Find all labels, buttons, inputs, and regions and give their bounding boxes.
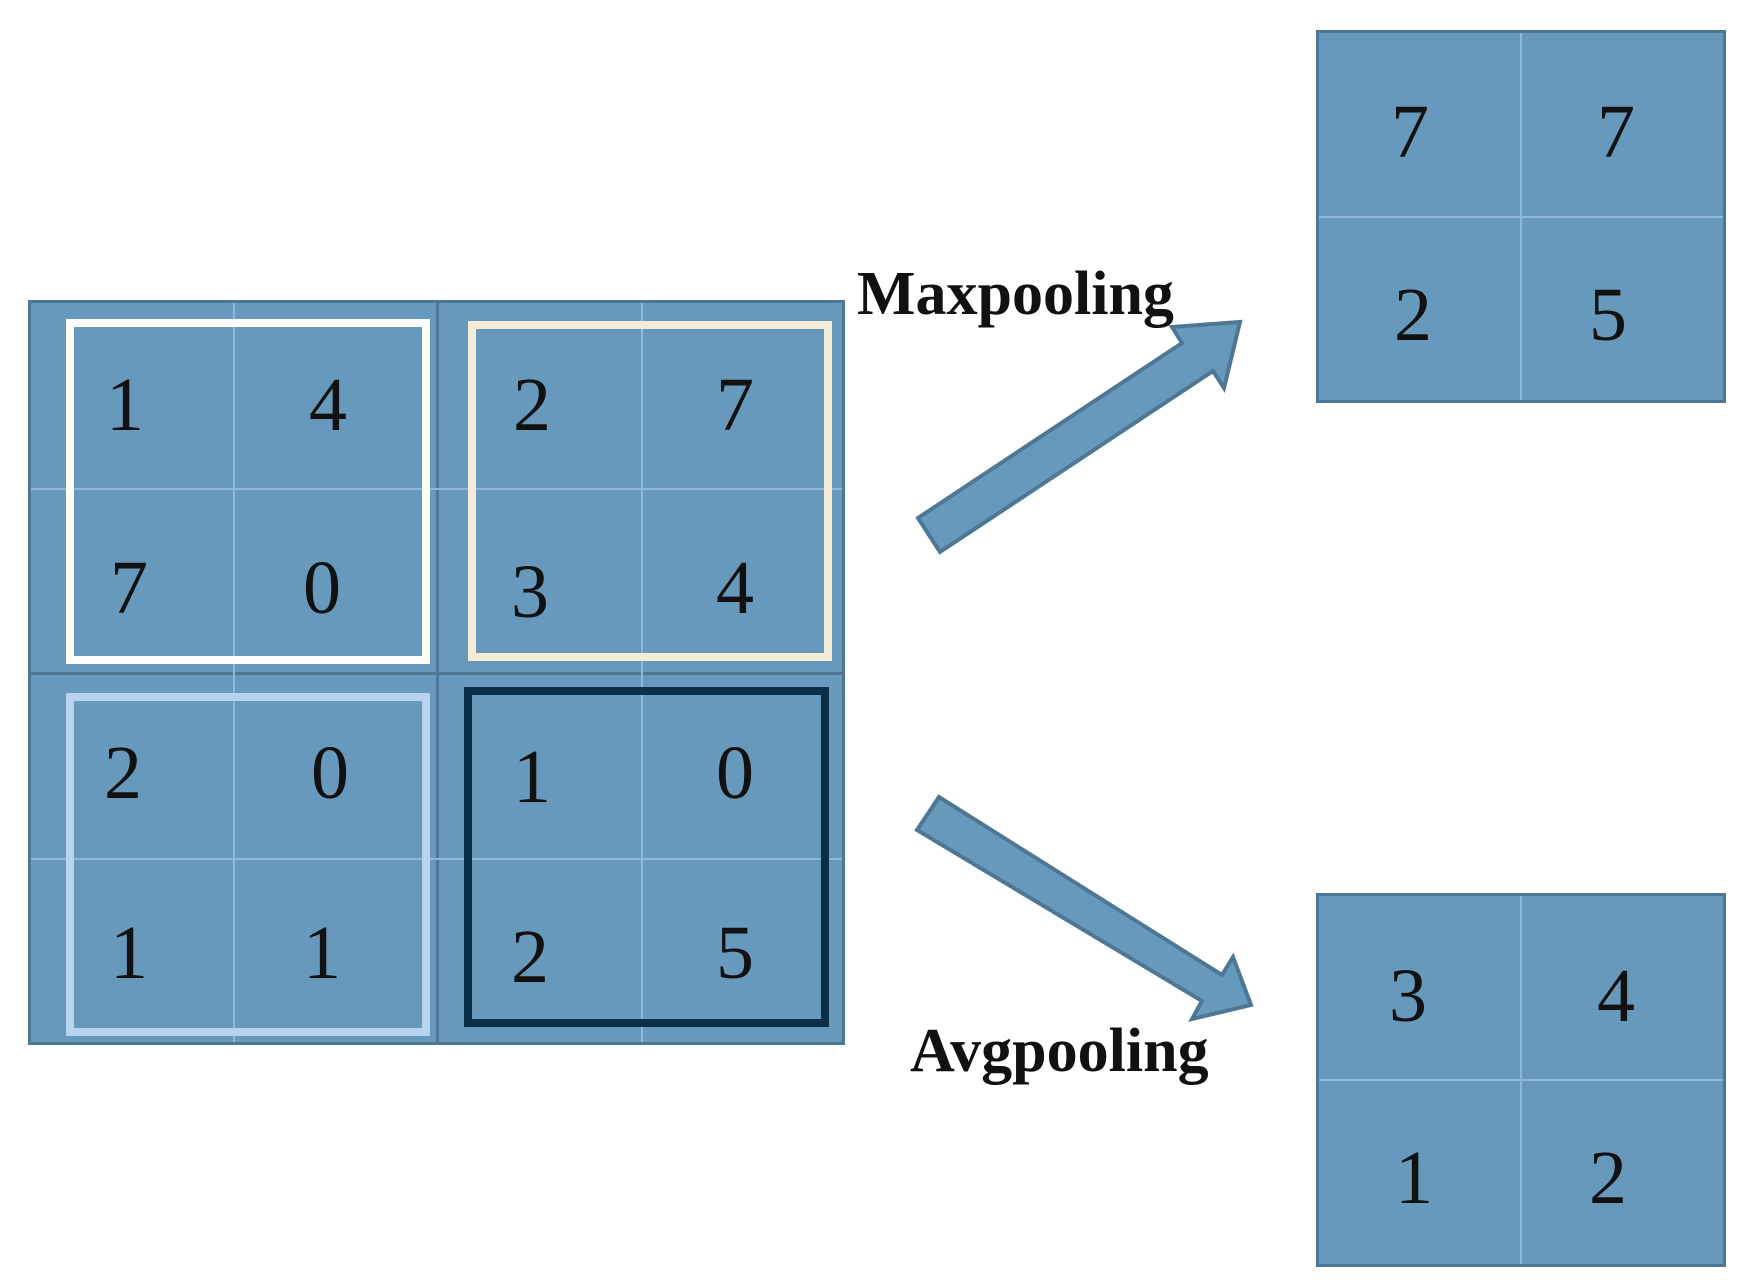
input-cell-r1-c1: 0 — [303, 546, 341, 630]
input-cell-r2-c0: 2 — [104, 731, 142, 815]
avgpool-arrow-icon — [914, 794, 1254, 1022]
avgpool-output-grid — [1316, 893, 1726, 1267]
input-cell-r2-c1: 0 — [311, 731, 349, 815]
input-cell-r3-c1: 1 — [303, 911, 341, 995]
grid-line — [31, 488, 842, 490]
input-cell-r0-c3: 7 — [716, 363, 754, 447]
avgpool-cell-r0-c0: 3 — [1389, 954, 1427, 1038]
input-cell-r3-c2: 2 — [511, 915, 549, 999]
avgpool-cell-r0-c1: 4 — [1597, 954, 1635, 1038]
grid-line — [1319, 216, 1723, 218]
input-cell-r2-c2: 1 — [513, 735, 551, 819]
top-left-window — [66, 319, 430, 664]
input-cell-r0-c2: 2 — [513, 363, 551, 447]
maxpool-cell-r0-c0: 7 — [1391, 90, 1429, 174]
input-grid — [28, 300, 845, 1045]
bottom-left-window — [66, 693, 430, 1036]
input-cell-r3-c0: 1 — [110, 911, 148, 995]
avgpooling-label: Avgpooling — [910, 1017, 1209, 1085]
input-cell-r3-c3: 5 — [716, 911, 754, 995]
input-cell-r1-c3: 4 — [716, 546, 754, 630]
grid-line — [1319, 1079, 1723, 1081]
avgpool-cell-r1-c0: 1 — [1395, 1136, 1433, 1220]
input-cell-r1-c2: 3 — [511, 550, 549, 634]
grid-line — [233, 303, 235, 1042]
top-right-window — [468, 321, 832, 661]
avgpool-cell-r1-c1: 2 — [1589, 1136, 1627, 1220]
input-cell-r0-c0: 1 — [106, 363, 144, 447]
input-cell-r2-c3: 0 — [716, 731, 754, 815]
maxpool-cell-r0-c1: 7 — [1597, 90, 1635, 174]
maxpool-cell-r1-c0: 2 — [1394, 273, 1432, 357]
maxpooling-label: Maxpooling — [857, 260, 1174, 328]
maxpool-cell-r1-c1: 5 — [1589, 273, 1627, 357]
input-cell-r1-c0: 7 — [110, 546, 148, 630]
maxpool-arrow-icon — [915, 319, 1243, 555]
input-cell-r0-c1: 4 — [309, 363, 347, 447]
grid-line — [641, 303, 643, 1042]
bottom-right-window — [464, 687, 829, 1027]
grid-line — [31, 858, 842, 860]
quadrant-divider-horizontal — [31, 672, 842, 675]
maxpool-output-grid — [1316, 30, 1726, 403]
